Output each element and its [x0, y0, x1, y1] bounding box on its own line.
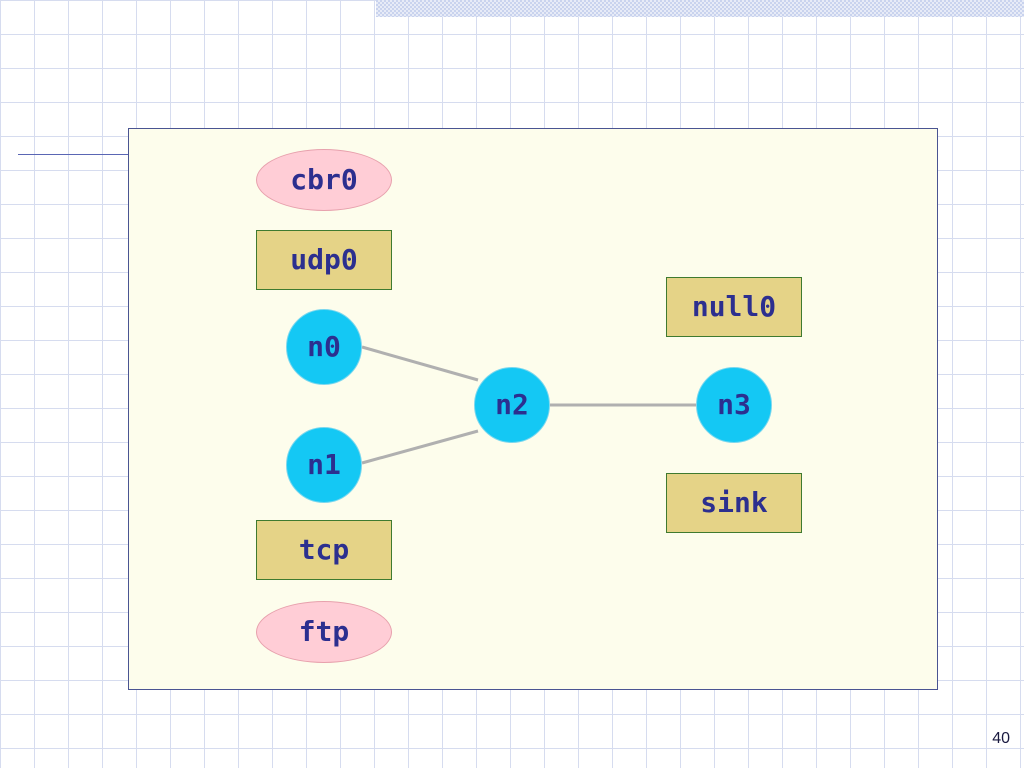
node-n0: n0 [286, 309, 362, 385]
node-n3: n3 [696, 367, 772, 443]
application-cbr0-label: cbr0 [290, 163, 358, 196]
agent-sink-label: sink [700, 486, 768, 519]
agent-null0: null0 [666, 277, 802, 337]
agent-udp0: udp0 [256, 230, 392, 290]
node-n2: n2 [474, 367, 550, 443]
agent-tcp: tcp [256, 520, 392, 580]
agent-null0-label: null0 [691, 290, 777, 323]
header-decoration-band [376, 0, 1024, 17]
node-n3-label: n3 [717, 388, 751, 421]
application-cbr0: cbr0 [256, 149, 392, 211]
node-n1: n1 [286, 427, 362, 503]
application-ftp: ftp [256, 601, 392, 663]
agent-sink: sink [666, 473, 802, 533]
agent-udp0-label: udp0 [290, 243, 358, 276]
node-n1-label: n1 [307, 448, 341, 481]
agent-tcp-label: tcp [298, 533, 350, 566]
node-n0-label: n0 [307, 330, 341, 363]
link-n1-n2 [361, 429, 479, 465]
title-rule [18, 154, 128, 155]
page-number: 40 [992, 730, 1010, 747]
link-n0-n2 [361, 345, 479, 382]
node-n2-label: n2 [495, 388, 529, 421]
application-ftp-label: ftp [298, 615, 350, 648]
